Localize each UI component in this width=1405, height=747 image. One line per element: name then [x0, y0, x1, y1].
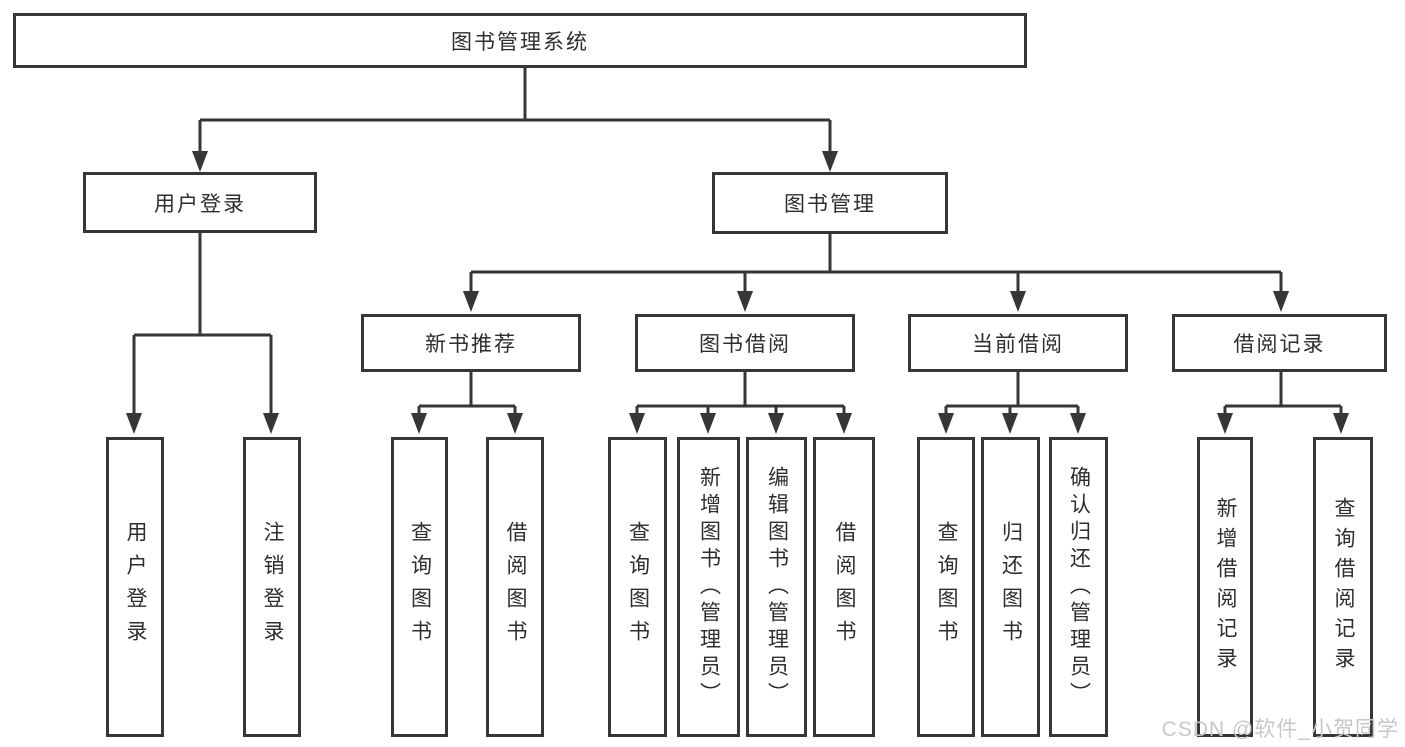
node-label: 用户登录 — [154, 192, 246, 216]
leaf-query-books-recommend: 查询图书 — [391, 437, 448, 737]
arrow-down-icon — [700, 413, 716, 434]
arrow-down-icon — [836, 413, 852, 434]
node-new-book-recommend: 新书推荐 — [361, 314, 581, 372]
leaf-user-login: 用户登录 — [106, 437, 164, 737]
arrow-down-icon — [411, 413, 427, 434]
leaf-confirm-return-admin: 确认归还（管理员） — [1049, 437, 1108, 737]
node-label: 当前借阅 — [972, 333, 1064, 356]
leaf-query-borrow-record: 查询借阅记录 — [1313, 437, 1373, 737]
arrow-down-icon — [463, 291, 479, 312]
arrow-down-icon — [1070, 413, 1086, 434]
leaf-logout: 注销登录 — [243, 437, 301, 737]
arrow-down-icon — [938, 413, 954, 434]
node-label: 借阅图书 — [833, 521, 856, 653]
node-book-management: 图书管理 — [712, 172, 948, 234]
csdn-watermark: CSDN @软件_小贺同学 — [1161, 718, 1399, 741]
node-borrowing-records: 借阅记录 — [1172, 314, 1387, 372]
leaf-add-books-admin: 新增图书（管理员） — [677, 437, 740, 737]
node-label: 借阅图书 — [504, 521, 527, 653]
arrow-down-icon — [629, 413, 645, 434]
node-label: 查询图书 — [408, 521, 432, 653]
arrow-down-icon — [1333, 413, 1349, 434]
node-label: 查询图书 — [626, 521, 650, 653]
node-label: 编辑图书（管理员） — [765, 465, 789, 709]
arrowheads — [126, 151, 1349, 434]
arrow-down-icon — [1002, 413, 1018, 434]
arrow-down-icon — [192, 151, 208, 172]
arrow-down-icon — [1217, 413, 1233, 434]
node-label: 图书借阅 — [699, 333, 791, 356]
arrow-down-icon — [737, 291, 753, 312]
node-label: 新书推荐 — [425, 333, 517, 356]
node-label: 归还图书 — [999, 521, 1023, 653]
node-user-login: 用户登录 — [83, 172, 317, 233]
node-label: 新增图书（管理员） — [697, 465, 721, 709]
arrow-down-icon — [507, 413, 523, 434]
arrow-down-icon — [768, 413, 784, 434]
node-label: 借阅记录 — [1233, 333, 1326, 356]
leaf-borrow-books: 借阅图书 — [813, 437, 875, 737]
leaf-query-books-current: 查询图书 — [917, 437, 975, 737]
node-label: 查询图书 — [935, 521, 958, 653]
node-label: 图书管理 — [784, 193, 876, 216]
arrow-down-icon — [1273, 291, 1289, 312]
arrow-down-icon — [1010, 291, 1026, 312]
node-label: 图书管理系统 — [451, 30, 589, 54]
leaf-edit-books-admin: 编辑图书（管理员） — [746, 437, 807, 737]
leaf-query-books-borrowing: 查询图书 — [608, 437, 667, 737]
leaf-add-borrow-record: 新增借阅记录 — [1197, 437, 1253, 737]
node-book-borrowing: 图书借阅 — [635, 314, 855, 372]
arrow-down-icon — [822, 151, 838, 172]
node-label: 注销登录 — [261, 521, 284, 653]
node-label: 用户登录 — [124, 521, 147, 653]
arrow-down-icon — [263, 413, 279, 434]
arrow-down-icon — [126, 413, 142, 434]
node-label: 确认归还（管理员） — [1067, 465, 1091, 709]
node-library-system: 图书管理系统 — [13, 13, 1027, 68]
node-label: 新增借阅记录 — [1214, 497, 1237, 677]
node-current-borrowing: 当前借阅 — [908, 314, 1128, 372]
leaf-return-books: 归还图书 — [981, 437, 1040, 737]
node-label: 查询借阅记录 — [1332, 497, 1355, 677]
leaf-borrow-books-recommend: 借阅图书 — [486, 437, 544, 737]
